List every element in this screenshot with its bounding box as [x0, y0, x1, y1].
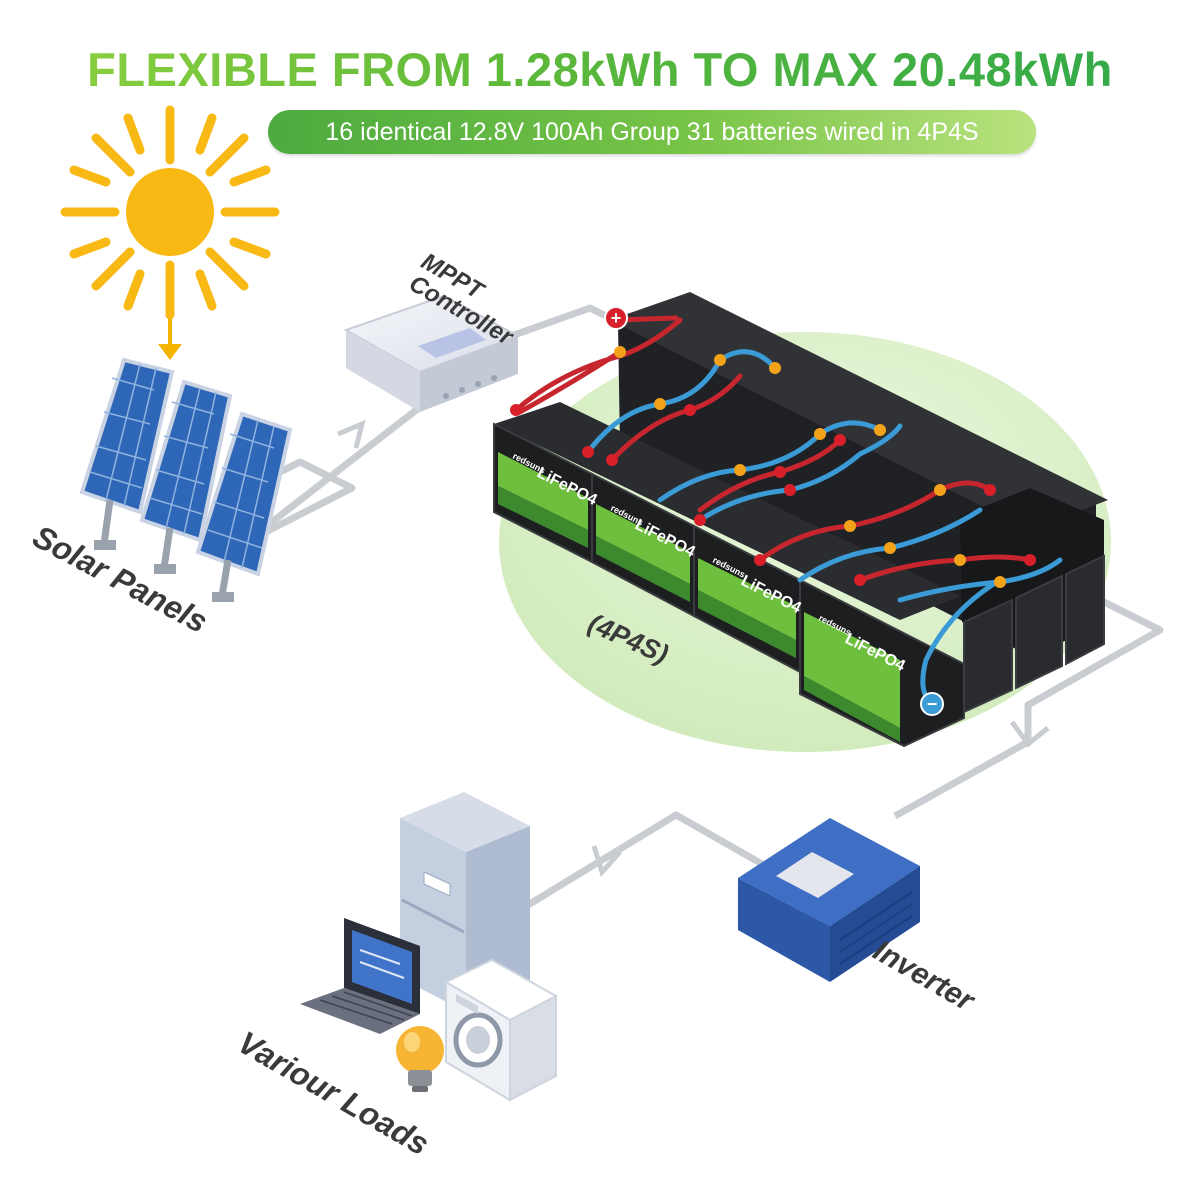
battery-unit [693, 524, 801, 674]
svg-text:+: + [611, 308, 622, 328]
arrow-icon [591, 845, 622, 877]
panel-to-controller-line [265, 401, 427, 528]
arrow-icon [337, 419, 366, 449]
subheadline-pill: 16 identical 12.8V 100Ah Group 31 batter… [268, 110, 1036, 154]
negative-terminal-icon: − [920, 692, 944, 716]
terminal-caps [510, 346, 1036, 588]
solar-panel [79, 357, 175, 550]
solar-panel [139, 379, 233, 574]
solar-panel [195, 411, 293, 602]
subheadline: 16 identical 12.8V 100Ah Group 31 batter… [325, 118, 979, 146]
battery-bank: + − redsuns LiFePO4 redsuns LiFePO4 reds… [493, 292, 1108, 748]
battery-to-inverter-line [893, 594, 1164, 820]
inverter-icon [738, 818, 920, 982]
mppt-controller-icon [343, 294, 521, 412]
inverter-to-loads-line [526, 811, 764, 908]
sun-icon [60, 105, 280, 320]
flow-arrows [337, 419, 1050, 877]
arrow-icon [1009, 720, 1050, 748]
light-bulb-icon [396, 1026, 444, 1092]
washing-machine-icon [443, 958, 559, 1102]
laptop-icon [300, 918, 420, 1034]
svg-text:−: − [927, 694, 938, 714]
positive-terminal-icon: + [604, 306, 628, 330]
solar-panels-icon [79, 357, 293, 602]
sunlight-arrow-icon [158, 318, 182, 360]
headline: FLEXIBLE FROM 1.28kWh TO MAX 20.48kWh [0, 42, 1200, 97]
